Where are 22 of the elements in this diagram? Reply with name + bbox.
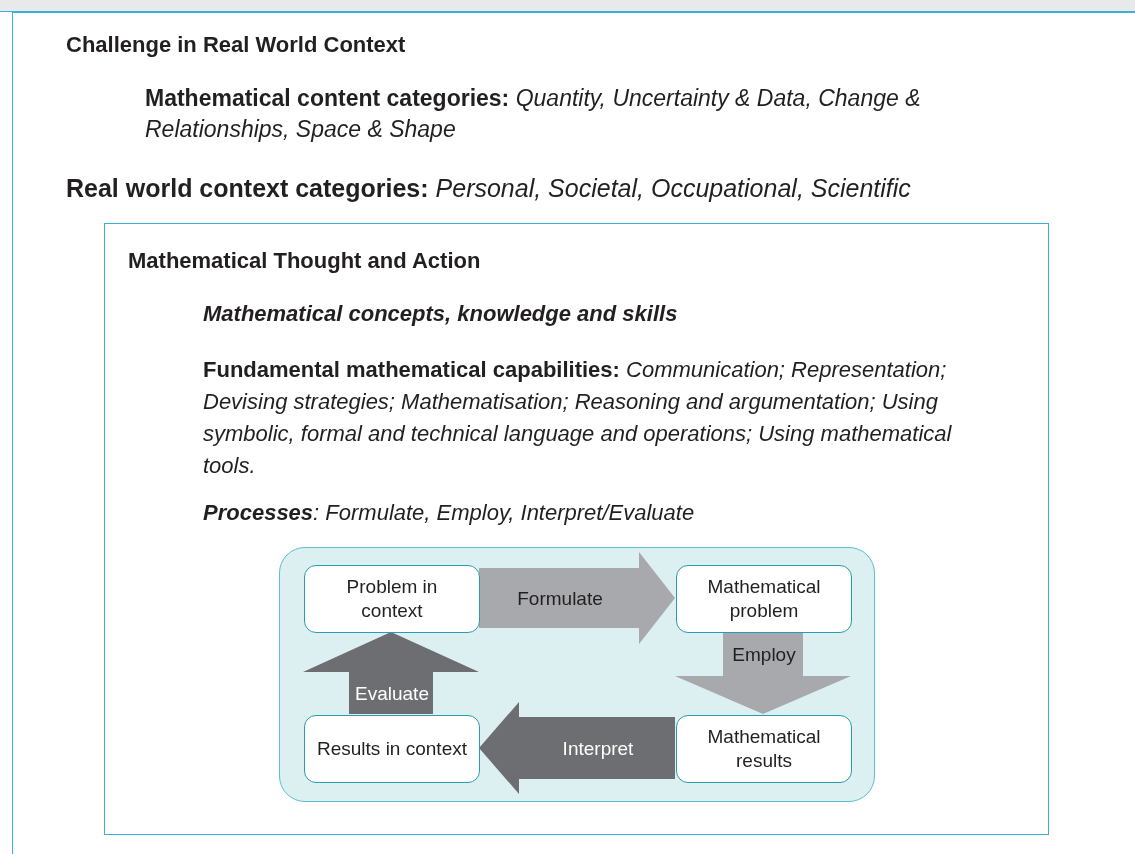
block-arrow	[478, 701, 675, 794]
edge-label: Evaluate	[355, 683, 429, 705]
content-categories-text: Mathematical content categories: Quantity, Uncertainty & Data, Change & Relationships, Space & Shape	[145, 84, 922, 144]
edge-label: Interpret	[562, 738, 634, 760]
context-categories-text: Real world context categories: Personal, Societal, Occupational, Scientific	[66, 173, 912, 204]
capabilities-text: Fundamental mathematical capabilities: Communication; Representation; Devising strategies; Mathematisation; Reasoning and argumentation; Using symbolic, formal and technical language and operations; Using mathematical tools.	[203, 356, 953, 480]
box-heading: Mathematical Thought and Action	[128, 247, 482, 275]
context-frame	[12, 12, 1135, 854]
stage-box: Problem in context	[304, 565, 480, 633]
stage-box: Mathematical results	[676, 715, 852, 783]
thought-action-box	[104, 223, 1049, 835]
block-arrow	[478, 551, 675, 644]
stage-box: Results in context	[304, 715, 480, 783]
stage-box: Mathematical problem	[676, 565, 852, 633]
block-arrow	[674, 631, 851, 714]
frame-heading: Challenge in Real World Context	[66, 31, 407, 59]
edge-label: Formulate	[517, 588, 603, 610]
concepts-text: Mathematical concepts, knowledge and skills	[203, 300, 679, 328]
processes-text: Processes: Formulate, Employ, Interpret/Evaluate	[203, 499, 696, 527]
block-arrow	[302, 631, 479, 714]
edge-label: Employ	[732, 644, 796, 666]
cycle-panel	[279, 547, 875, 802]
